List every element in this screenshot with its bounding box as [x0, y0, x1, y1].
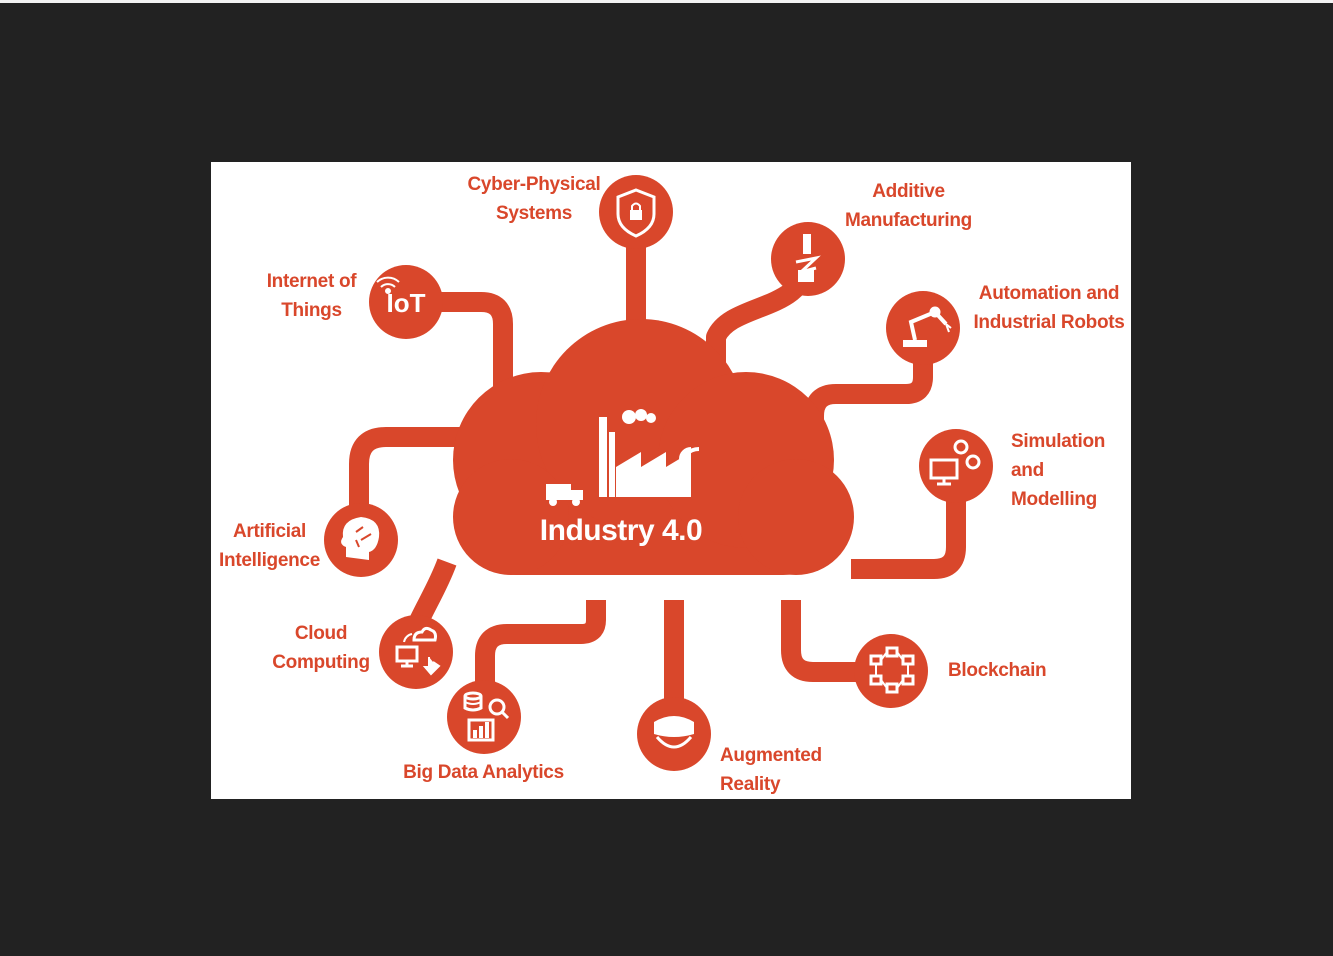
data-analytics-icon	[463, 691, 510, 742]
industry-diagram: IoT Industry 4.0 Cyber-Physical Systems …	[211, 162, 1131, 799]
iot-icon: IoT	[386, 288, 426, 318]
blockchain-icon	[869, 646, 915, 694]
robot-arm-icon	[903, 306, 952, 347]
label-cloud: Cloud Computing	[272, 623, 370, 673]
node-bigdata	[447, 680, 521, 754]
connector-bigdata	[475, 600, 606, 697]
3d-printer-icon	[795, 234, 821, 282]
node-blockchain	[854, 634, 928, 708]
diagram-graphics	[324, 175, 993, 771]
factory-icon	[546, 409, 700, 506]
vr-headset-icon	[654, 716, 694, 749]
top-border	[0, 0, 1333, 3]
label-iot: Internet of Things	[266, 271, 357, 321]
cloud-computing-icon	[395, 626, 441, 676]
connector-simulation	[851, 467, 966, 579]
label-ar: Augmented Reality	[720, 745, 822, 795]
label-cyber-physical: Cyber-Physical Systems	[467, 174, 601, 224]
label-bigdata: Big Data Analytics	[403, 762, 564, 783]
label-simulation: Simulation and Modelling	[1011, 431, 1106, 510]
center-title: Industry 4.0	[539, 514, 703, 547]
node-icons	[341, 188, 981, 749]
node-automation	[886, 291, 960, 365]
monitor-gears-icon	[929, 439, 981, 486]
connector-iot	[406, 292, 513, 420]
connector-blockchain	[781, 600, 866, 682]
iot-wifi-icon	[376, 276, 400, 294]
brain-head-icon	[341, 517, 380, 560]
label-additive: Additive Manufacturing	[845, 181, 972, 231]
label-automation: Automation and Industrial Robots	[973, 283, 1125, 333]
label-blockchain: Blockchain	[948, 660, 1047, 681]
central-cloud	[453, 319, 854, 575]
shield-lock-icon	[616, 188, 656, 238]
connector-ai	[349, 427, 469, 522]
label-ai: Artificial Intelligence	[219, 521, 320, 571]
